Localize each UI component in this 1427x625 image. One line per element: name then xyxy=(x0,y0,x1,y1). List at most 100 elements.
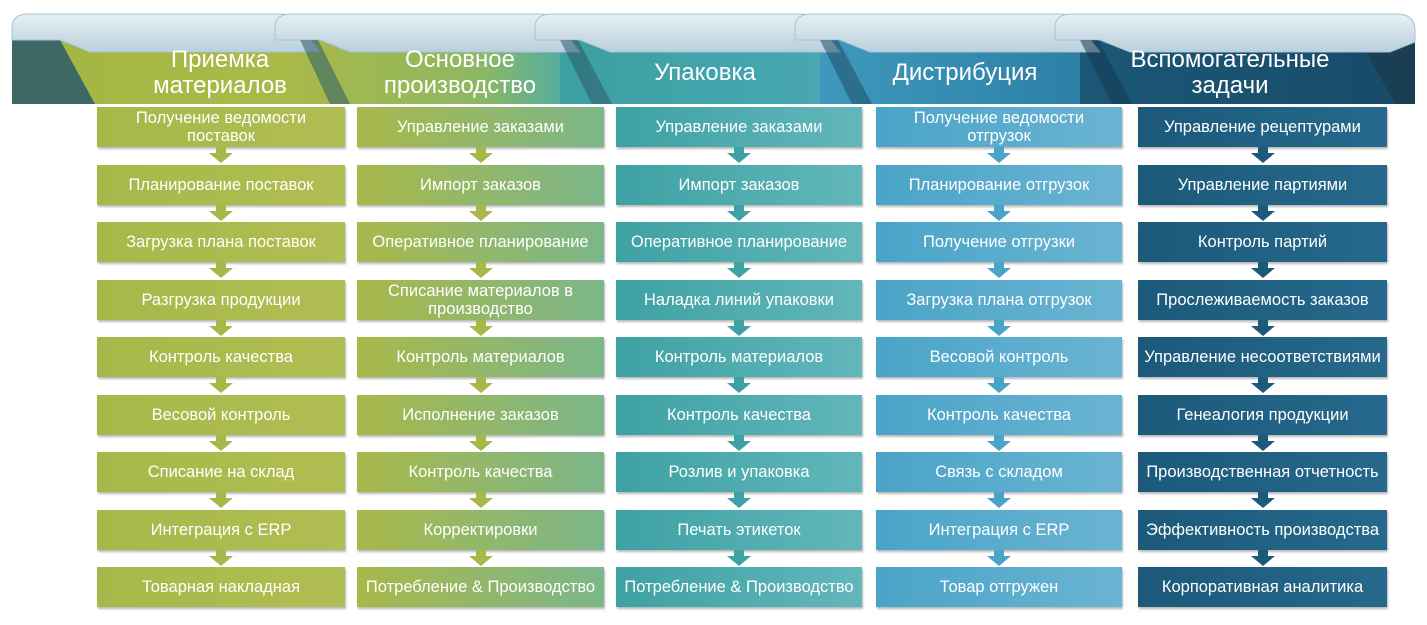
header-tabs xyxy=(11,13,1416,53)
step-label: Весовой контроль xyxy=(151,405,291,424)
step-production-2: Импорт заказов xyxy=(357,164,604,221)
down-arrow-icon xyxy=(468,434,493,451)
down-arrow-icon xyxy=(1250,492,1275,508)
step-receiving-9: Товарная накладная xyxy=(97,567,345,607)
step-label: Управление заказами xyxy=(397,118,564,136)
step-label: Импорт заказов xyxy=(678,175,800,194)
down-arrow-icon xyxy=(209,204,233,221)
step-label: Оперативное планирование xyxy=(630,233,848,251)
step-receiving-7: Списание на склад xyxy=(97,452,345,508)
step-production-5: Контроль материалов xyxy=(357,337,604,393)
column-title-distribution: Дистрибуция xyxy=(892,59,1038,86)
down-arrow-icon xyxy=(727,434,751,451)
step-packaging-5: Контроль материалов xyxy=(616,337,862,393)
step-distribution-5: Весовой контроль xyxy=(876,337,1122,393)
step-label: Получение ведомости отгрузок xyxy=(913,109,1085,145)
header-band-3 xyxy=(560,40,820,104)
header-band-2 xyxy=(300,40,560,104)
down-arrow-icon xyxy=(987,377,1011,393)
step-production-9: Потребление & Производство xyxy=(357,567,604,607)
step-label: Наладка линий упаковки xyxy=(644,290,834,309)
header-band-1 xyxy=(12,40,300,104)
step-label: Управление несоответствиями xyxy=(1144,348,1381,366)
down-arrow-icon xyxy=(727,492,751,508)
step-receiving-3: Загрузка плана поставок xyxy=(97,222,345,278)
down-arrow-icon xyxy=(1250,319,1275,336)
step-label: Управление партиями xyxy=(1177,175,1348,194)
step-receiving-1: Получение ведомости поставок xyxy=(97,107,345,163)
step-label: Разгрузка продукции xyxy=(141,290,301,309)
step-distribution-3: Получение отгрузки xyxy=(876,222,1122,278)
step-production-1: Управление заказами xyxy=(357,107,604,163)
down-arrow-icon xyxy=(209,147,233,163)
step-label: Корпоративная аналитика xyxy=(1161,578,1364,596)
column-title-packaging: Упаковка xyxy=(654,59,756,86)
step-label: Весовой контроль xyxy=(929,348,1069,366)
step-label: Эффективность производства xyxy=(1145,520,1380,539)
step-support-4: Прослеживаемость заказов xyxy=(1138,279,1387,336)
step-packaging-9: Потребление & Производство xyxy=(616,567,862,607)
down-arrow-icon xyxy=(987,147,1011,163)
step-label: Планирование поставок xyxy=(128,175,314,194)
down-arrow-icon xyxy=(1250,262,1275,278)
step-receiving-8: Интеграция с ERP xyxy=(97,509,345,566)
step-receiving-6: Весовой контроль xyxy=(97,394,345,451)
step-distribution-2: Планирование отгрузок xyxy=(876,164,1122,221)
step-label: Товарная накладная xyxy=(141,578,301,596)
down-arrow-icon xyxy=(209,434,233,451)
step-label: Генеалогия продукции xyxy=(1176,405,1349,424)
header-shadows xyxy=(300,40,1132,104)
step-label: Потребление & Производство xyxy=(365,578,596,596)
step-packaging-6: Контроль качества xyxy=(616,394,862,451)
step-support-9: Корпоративная аналитика xyxy=(1138,567,1387,607)
down-arrow-icon xyxy=(727,204,751,221)
step-label: Контроль качества xyxy=(667,405,811,424)
step-label: Контроль материалов xyxy=(396,348,565,366)
header-banner xyxy=(11,13,1416,104)
down-arrow-icon xyxy=(1250,377,1275,393)
step-support-1: Управление рецептурами xyxy=(1138,107,1387,163)
down-arrow-icon xyxy=(468,492,493,508)
step-label: Получение отгрузки xyxy=(922,233,1076,251)
step-label: Интеграция с ERP xyxy=(928,520,1070,539)
step-label: Списание материалов в производство xyxy=(388,281,573,318)
down-arrow-icon xyxy=(468,377,493,393)
step-receiving-4: Разгрузка продукции xyxy=(97,279,345,336)
step-distribution-7: Связь с складом xyxy=(876,452,1122,508)
down-arrow-icon xyxy=(1250,204,1275,221)
down-arrow-icon xyxy=(727,377,751,393)
down-arrow-icon xyxy=(209,262,233,278)
step-label: Получение ведомости поставок xyxy=(135,109,307,145)
step-distribution-6: Контроль качества xyxy=(876,394,1122,451)
step-receiving-5: Контроль качества xyxy=(97,337,345,393)
step-label: Импорт заказов xyxy=(420,175,541,194)
step-support-6: Генеалогия продукции xyxy=(1138,394,1387,451)
step-packaging-1: Управление заказами xyxy=(616,107,862,163)
step-support-7: Производственная отчетность xyxy=(1138,452,1387,508)
step-packaging-8: Печать этикеток xyxy=(616,509,862,566)
down-arrow-icon xyxy=(468,204,493,221)
step-label: Контроль качества xyxy=(927,405,1071,424)
step-support-5: Управление несоответствиями xyxy=(1138,337,1387,393)
down-arrow-icon xyxy=(468,319,493,336)
step-label: Печать этикеток xyxy=(677,520,801,539)
step-production-7: Контроль качества xyxy=(357,452,604,508)
step-label: Контроль качества xyxy=(149,348,293,366)
step-support-8: Эффективность производства xyxy=(1138,509,1387,566)
down-arrow-icon xyxy=(468,147,493,163)
step-label: Управление заказами xyxy=(655,118,823,136)
step-label: Производственная отчетность xyxy=(1146,463,1379,481)
step-distribution-4: Загрузка плана отгрузок xyxy=(876,279,1122,336)
column-title-production: Основное производство xyxy=(383,46,537,99)
down-arrow-icon xyxy=(209,377,233,393)
step-label: Связь с складом xyxy=(935,463,1063,481)
down-arrow-icon xyxy=(468,549,493,566)
down-arrow-icon xyxy=(209,492,233,508)
down-arrow-icon xyxy=(727,319,751,336)
step-packaging-4: Наладка линий упаковки xyxy=(616,279,862,336)
step-production-3: Оперативное планирование xyxy=(357,222,604,278)
step-label: Загрузка плана поставок xyxy=(126,233,316,251)
step-production-4: Списание материалов в производство xyxy=(357,279,604,336)
